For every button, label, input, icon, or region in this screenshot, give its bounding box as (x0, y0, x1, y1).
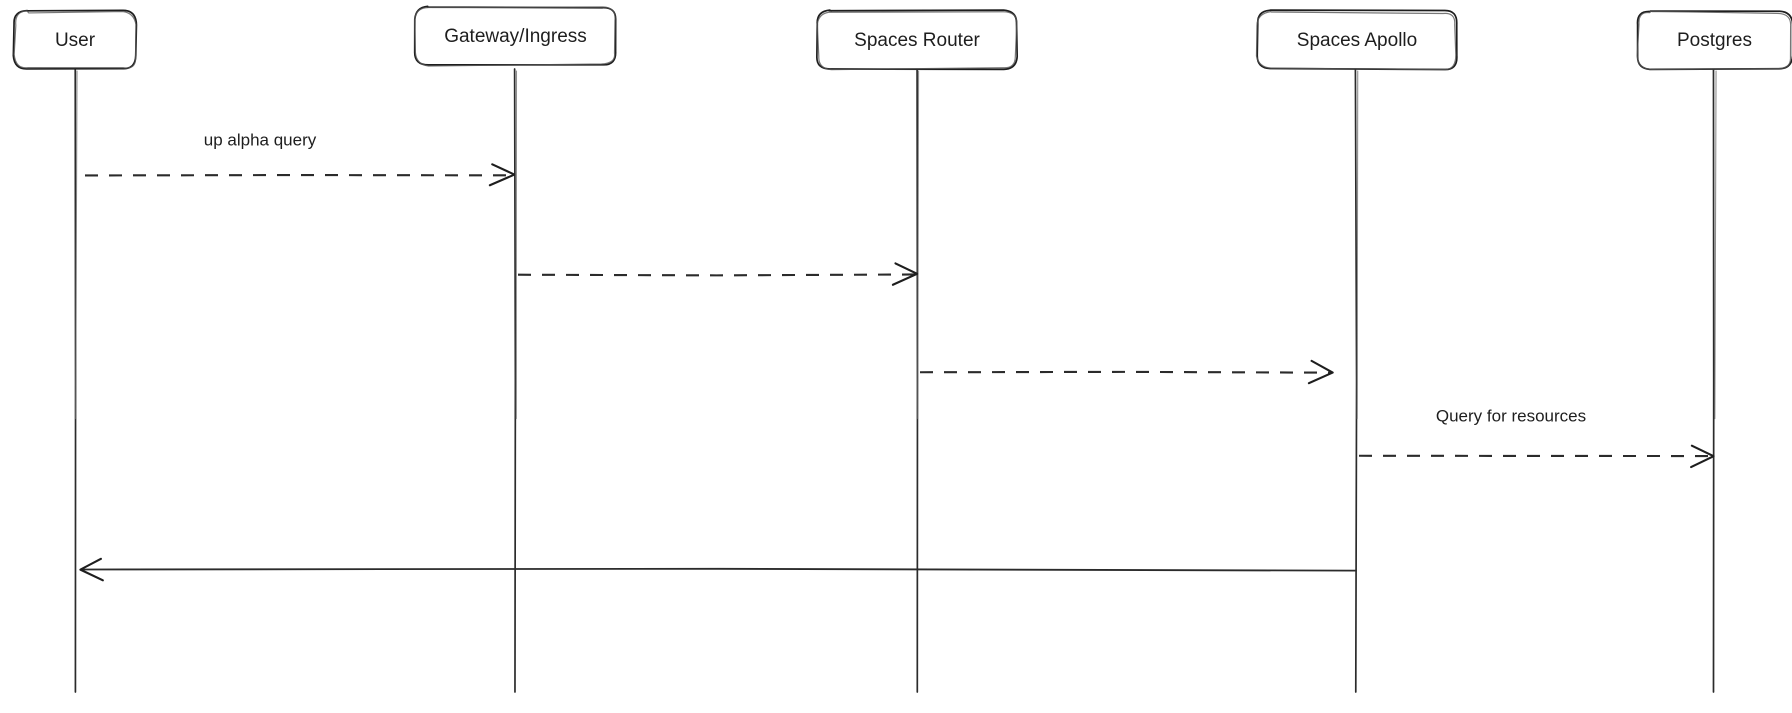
participant-label: Gateway/Ingress (444, 26, 587, 47)
message-label: Query for resources (1436, 406, 1586, 425)
participant-box-ghost (414, 6, 616, 67)
message-line (81, 567, 1357, 572)
message-line (517, 273, 916, 277)
message-msg-4[interactable]: Query for resources (1358, 406, 1715, 469)
message-msg-1[interactable]: up alpha query (84, 130, 516, 187)
message-arrowhead (488, 163, 516, 187)
participant-postgres[interactable]: Postgres (1636, 10, 1792, 71)
lifeline-user (74, 68, 78, 693)
lifeline-line-ghost (1356, 70, 1359, 420)
lifeline-spaces-apollo (1354, 68, 1359, 693)
participant-box-ghost (1636, 10, 1792, 70)
participant-box (12, 9, 138, 70)
message-msg-2[interactable] (517, 262, 919, 286)
participant-spaces-router[interactable]: Spaces Router (816, 9, 1019, 71)
participant-box-ghost (1255, 11, 1457, 71)
message-arrowhead (891, 262, 919, 286)
participant-user[interactable]: User (12, 9, 138, 70)
participant-box-ghost (13, 10, 137, 69)
message-arrowhead (1307, 359, 1334, 385)
participant-label: Spaces Router (854, 30, 980, 51)
message-msg-3[interactable] (919, 359, 1334, 385)
message-line (919, 370, 1332, 374)
lifeline-spaces-router (916, 68, 920, 693)
lifeline-line-ghost (917, 70, 920, 420)
message-arrowhead (79, 557, 104, 582)
participant-gateway[interactable]: Gateway/Ingress (413, 5, 617, 67)
participant-label: User (55, 30, 96, 51)
lifeline-line (1354, 68, 1358, 693)
message-msg-5[interactable] (79, 557, 1357, 582)
participant-label: Postgres (1677, 30, 1752, 51)
participants-layer: User Gateway/Ingress Spaces Router Spaces A… (12, 5, 1792, 71)
lifeline-gateway (513, 68, 518, 693)
lifeline-line (513, 68, 517, 693)
lifeline-line-ghost (75, 70, 78, 420)
lifeline-postgres (1712, 68, 1717, 693)
participant-box-ghost (816, 11, 1018, 71)
lifeline-line-ghost (1714, 70, 1717, 420)
participant-spaces-apollo[interactable]: Spaces Apollo (1255, 9, 1458, 71)
participant-label: Spaces Apollo (1297, 30, 1417, 51)
message-arrowhead (1690, 444, 1715, 469)
message-label: up alpha query (204, 130, 317, 149)
lifelines-layer (74, 68, 1717, 693)
